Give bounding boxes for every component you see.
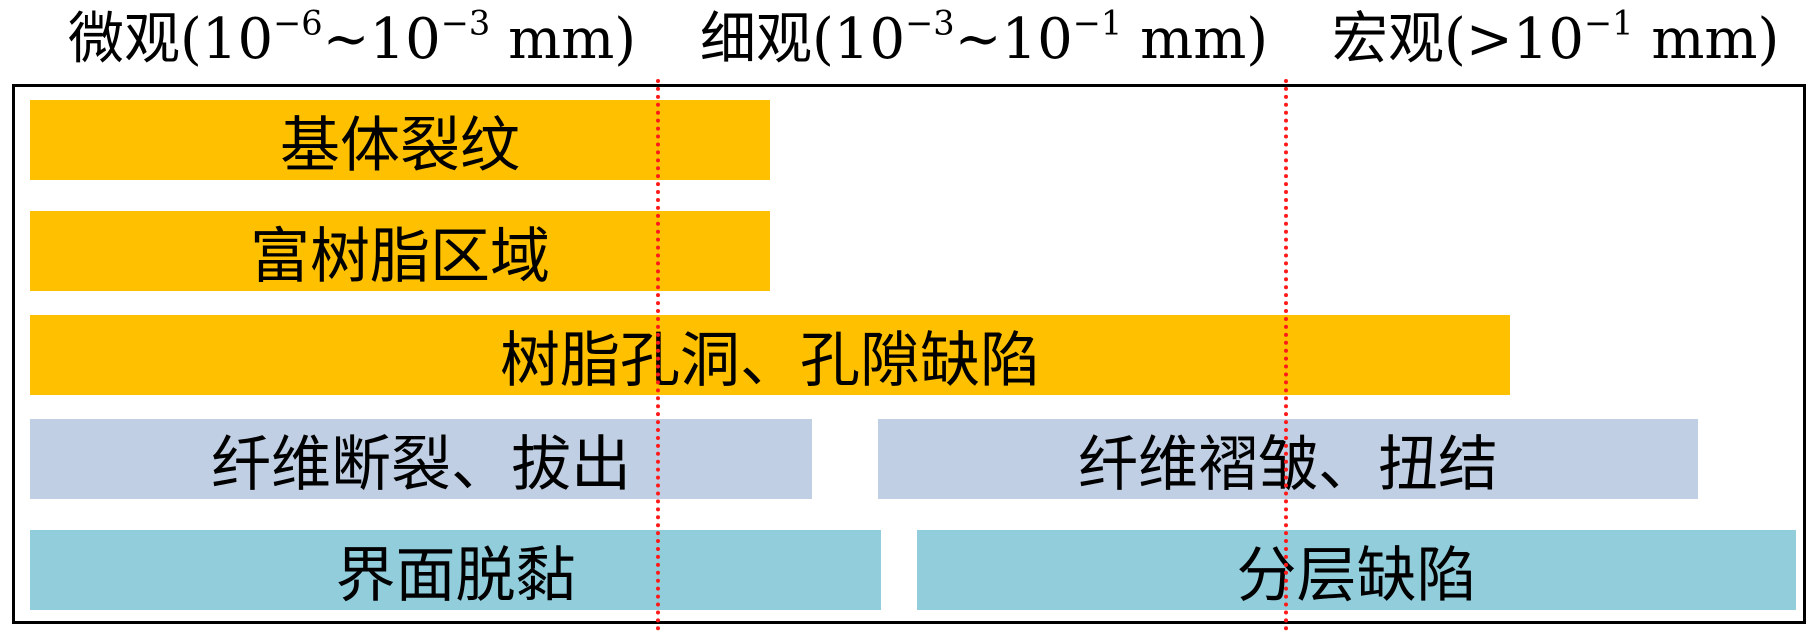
bar-matrix-crack: 基体裂纹 <box>30 100 770 181</box>
scale-name: 细观 <box>700 7 812 72</box>
scale-header-macro: 宏观(>10−1 mm) <box>1332 3 1780 72</box>
bar-label: 分层缺陷 <box>1236 540 1477 611</box>
scale-name: 宏观 <box>1332 7 1444 72</box>
bar-label: 基体裂纹 <box>280 110 520 181</box>
diagram-frame <box>12 84 1806 624</box>
bar-label: 纤维褶皱、扭结 <box>1078 429 1498 500</box>
bar-label: 纤维断裂、拔出 <box>211 429 631 500</box>
bar-label: 富树脂区域 <box>250 221 550 292</box>
bar-delamination: 分层缺陷 <box>917 530 1796 611</box>
scale-header-meso: 细观(10−3~10−1 mm) <box>700 3 1269 72</box>
bar-debond: 界面脱黏 <box>30 530 881 611</box>
scale-header-micro: 微观(10−6~10−3 mm) <box>68 3 637 72</box>
bar-label: 树脂孔洞、孔隙缺陷 <box>500 325 1040 396</box>
scale-divider-meso-macro <box>1284 79 1288 631</box>
bar-fiber-wrinkle: 纤维褶皱、扭结 <box>878 419 1698 500</box>
scale-divider-micro-meso <box>656 79 660 631</box>
scale-name: 微观 <box>68 7 180 72</box>
bar-resin-void: 树脂孔洞、孔隙缺陷 <box>30 315 1510 396</box>
bar-fiber-break: 纤维断裂、拔出 <box>30 419 812 500</box>
bar-resin-rich: 富树脂区域 <box>30 211 770 292</box>
bar-label: 界面脱黏 <box>335 540 576 611</box>
